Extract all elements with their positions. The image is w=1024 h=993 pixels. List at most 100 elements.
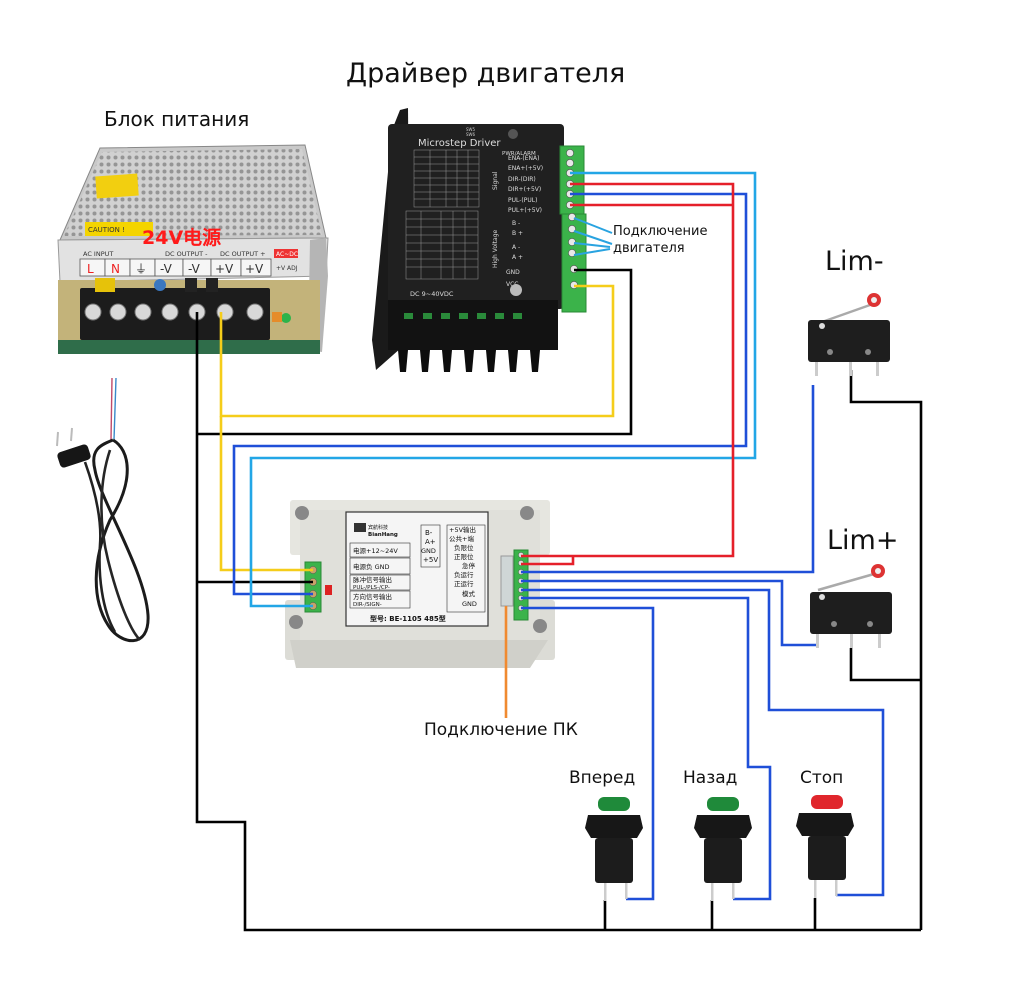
ctrl-label-power: 电源+12~24V [353,546,398,555]
ctrl-label-dir: DIR-/SIGN- [353,602,382,608]
brand-cn: 宾航科技 [368,524,388,531]
lim-plus-label: Lim+ [827,525,899,556]
svg-text:A +: A + [512,254,523,261]
svg-text:PUL-(PUL): PUL-(PUL) [508,197,537,204]
svg-text:SW5: SW5 [466,127,475,132]
wire-5v-bridge [521,556,575,566]
terminal-plus-v-1: +V [215,262,234,276]
wire-forward [521,606,655,901]
wire-dir [232,192,748,596]
svg-text:B -: B - [512,220,520,227]
svg-text:SW6: SW6 [466,132,475,137]
ctrl-label-dir-cn: 方向信号输出 [353,592,392,601]
svg-text:正限位: 正限位 [454,552,474,561]
ac-input-label: AC INPUT [83,250,113,258]
sw-labels: SW6 SW5 [466,127,475,137]
svg-text:DIR+(+5V): DIR+(+5V) [508,186,541,193]
microstep-table [413,149,480,208]
forward-label: Вперед [569,768,636,788]
terminal-minus-v-1: -V [160,262,173,276]
svg-text:负限位: 负限位 [454,543,474,552]
page-title: Драйвер двигателя [346,58,626,89]
terminal-plus-v-2: +V [245,262,264,276]
lim-minus-label: Lim- [825,246,884,277]
controller-right-labels: +5V输出 公共+端 负限位 正限位 急停 负运行 正运行 模式 GND [446,524,486,613]
limit-switch-minus [808,293,890,376]
power-supply-label: Блок питания [104,107,250,131]
wire-backward [521,596,772,901]
plug-body [57,444,91,468]
wires [195,171,923,932]
wire-vcc-driver [219,284,615,418]
wire-gnd-right-rail [849,370,923,930]
voltage-range: DC 9~40VDC [410,290,454,298]
power-supply: CAUTION ! 24V电源 AC INPUT DC OUTPUT - DC … [57,144,329,354]
stop-label: Стоп [800,768,844,788]
svg-text:模式: 模式 [462,589,476,598]
mount-screw [510,284,522,296]
svg-text:GND: GND [506,269,520,276]
controller-box: 宾航科技 BianHang 电源+12~24V 电源负 GND 脉冲信号输出 P… [285,500,555,668]
button-forward [585,797,643,901]
wire-lim-plus [521,579,816,647]
svg-text:ENA+(+5V): ENA+(+5V) [508,165,543,172]
brand-name: BianHang [368,532,398,538]
ctrl-label-pulse: 脉冲信号输出 [353,575,392,584]
terminal-N: N [111,262,120,276]
backward-label: Назад [683,768,738,788]
rs485-b: B- [425,529,433,537]
voltage-banner: 24V电源 [142,226,221,249]
svg-text:ENA-(ENA): ENA-(ENA) [508,155,539,162]
svg-text:DIR-(DIR): DIR-(DIR) [508,176,536,183]
signal-pin-labels: ENA-(ENA) ENA+(+5V) DIR-(DIR) DIR+(+5V) … [508,155,543,214]
limit-switch-plus [810,564,892,648]
stepper-driver: Microstep Driver PWR/ALARM SW6 SW5 DC 9~… [372,108,587,372]
svg-text:急停: 急停 [462,561,476,570]
svg-text:GND: GND [462,600,477,608]
pwr-alarm-label: PWR/ALARM [502,151,536,157]
perforation-pattern [64,149,322,236]
power-pin-labels: B - B + A - A + GND VCC [506,220,523,288]
wire-gnd-limplus [849,648,921,682]
wire-gnd-psu [195,312,921,932]
terminal-minus-v-2: -V [188,262,201,276]
wire-pul [249,171,757,608]
acdc-badge: AC~DC [276,251,298,258]
svg-text:VCC: VCC [506,281,518,288]
pc-connection-label: Подключение ПК [424,720,578,740]
rs485-connector [500,555,514,607]
rs485-5v: +5V [423,556,438,564]
current-table [405,210,479,280]
power-cord [56,377,150,643]
rs485-gnd: GND [421,547,436,555]
screw-terminals [84,303,264,321]
svg-text:+5V输出: +5V输出 [449,525,476,534]
terminal-label-row: L N ⏚ -V -V +V +V +V ADJ [79,258,298,277]
motor-connection-label: Подключение двигателя [613,223,707,257]
wire-stop [521,588,885,897]
signal-group-label: Signal [492,171,499,190]
terminal-ground: ⏚ [135,262,147,276]
motor-connection-line1: Подключение [613,224,708,239]
heatsink-fins [398,350,540,372]
svg-text:公共+端: 公共+端 [449,534,474,543]
wire-lim-minus [521,385,815,574]
controller-right-terminal [513,549,529,621]
wire-gnd-driver [197,268,633,436]
pwr-alarm-led [508,129,518,139]
rs485-a: A+ [425,538,436,546]
svg-text:PUL+(+5V): PUL+(+5V) [508,207,542,214]
dc-output-minus-label: DC OUTPUT - [165,250,208,258]
svg-text:A -: A - [512,244,520,251]
controller-label [345,511,489,627]
ctrl-label-pul: PUL-/PLS-/CP- [353,585,390,591]
controller-model: 型号: BE-1105 485型 [370,614,446,623]
adj-label: +V ADJ [276,265,298,272]
button-backward [694,797,752,901]
dc-output-plus-label: DC OUTPUT + [220,250,266,258]
svg-text:正运行: 正运行 [454,579,474,588]
led-indicators [404,313,522,319]
terminal-L: L [87,262,94,276]
driver-name: Microstep Driver [418,138,501,149]
